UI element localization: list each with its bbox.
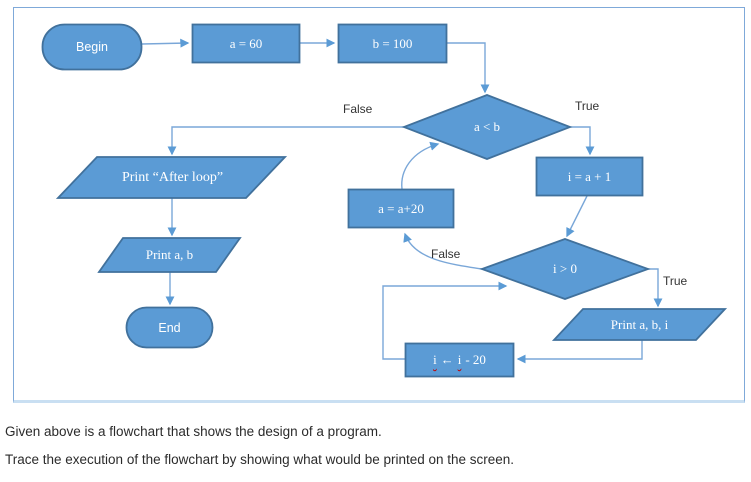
io-print-after-loop bbox=[55, 156, 288, 199]
connector-cond-i-false bbox=[403, 232, 483, 270]
process-set-b bbox=[337, 23, 448, 64]
caption-line-1: Given above is a flowchart that shows th… bbox=[5, 424, 382, 439]
connector-begin-to-set-a bbox=[141, 38, 190, 48]
connector-dec-i-to-cond-i bbox=[382, 281, 508, 360]
terminator-end bbox=[125, 306, 214, 349]
io-print-a-b bbox=[97, 237, 242, 273]
process-set-a bbox=[191, 23, 301, 64]
caption-line-2: Trace the execution of the flowchart by … bbox=[5, 452, 515, 467]
connector-cond-i-true bbox=[648, 268, 663, 308]
edge-label-ab-true: True bbox=[575, 99, 600, 113]
connector-inc-a-to-cond-ab bbox=[401, 141, 440, 190]
edge-label-ab-false: False bbox=[343, 102, 373, 116]
connector-cond-ab-true bbox=[570, 126, 595, 156]
process-dec-i bbox=[404, 342, 515, 378]
connector-set-i-to-cond-i bbox=[566, 195, 588, 238]
edge-label-i-false: False bbox=[431, 247, 461, 261]
io-print-a-b-i bbox=[551, 308, 728, 341]
process-inc-a bbox=[347, 188, 455, 229]
terminator-begin bbox=[41, 23, 143, 71]
decision-i-gt-0 bbox=[479, 238, 651, 300]
process-set-i bbox=[535, 156, 644, 197]
connector-print-abi-to-dec-i bbox=[516, 340, 643, 364]
edge-label-i-true: True bbox=[663, 274, 688, 288]
connector-cond-ab-false bbox=[167, 126, 404, 156]
connector-set-b-to-cond-ab bbox=[447, 42, 490, 94]
decision-a-less-b bbox=[401, 94, 573, 160]
